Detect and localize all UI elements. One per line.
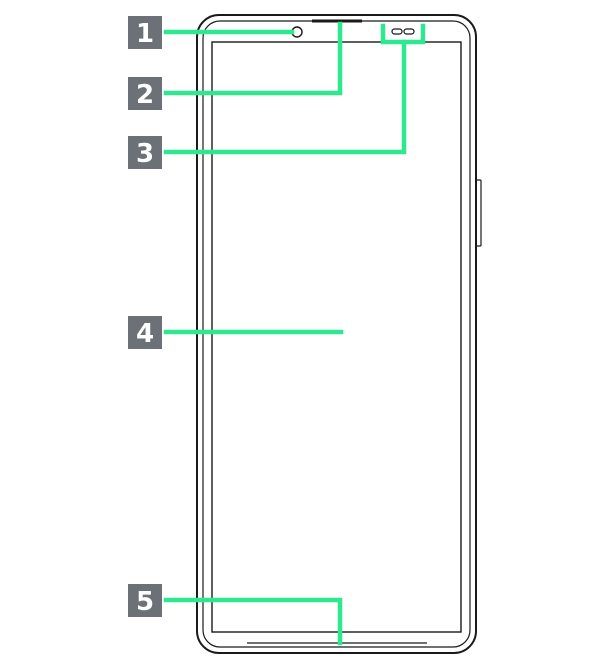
callout-number-5: 5 (136, 587, 154, 617)
badge-box (128, 316, 162, 349)
callout-badge-3: 3 (128, 136, 162, 169)
phone-body (196, 14, 482, 654)
callout-number-1: 1 (136, 19, 154, 49)
display-screen (211, 41, 462, 633)
sensor-pill-right (403, 28, 415, 35)
badge-box (128, 584, 162, 617)
callout-badge-1: 1 (128, 16, 162, 49)
callout-badge-2: 2 (128, 77, 162, 110)
callout-lines (163, 21, 426, 646)
callout-number-2: 2 (136, 80, 154, 110)
badge-box (128, 136, 162, 169)
callout-badge-5: 5 (128, 584, 162, 617)
callout-number-3: 3 (136, 139, 154, 169)
badge-box (128, 16, 162, 49)
side-button (475, 179, 482, 247)
callout-number-4: 4 (136, 319, 154, 349)
callout-bracket-3 (380, 23, 426, 45)
sensor-pill-left (391, 28, 403, 35)
callout-badge-4: 4 (128, 316, 162, 349)
callout-badges: 1 2 3 4 5 (128, 16, 162, 617)
callout-line-2 (163, 21, 343, 96)
callout-line-5 (163, 597, 343, 646)
badge-box (128, 77, 162, 110)
callout-line-3 (163, 39, 407, 155)
